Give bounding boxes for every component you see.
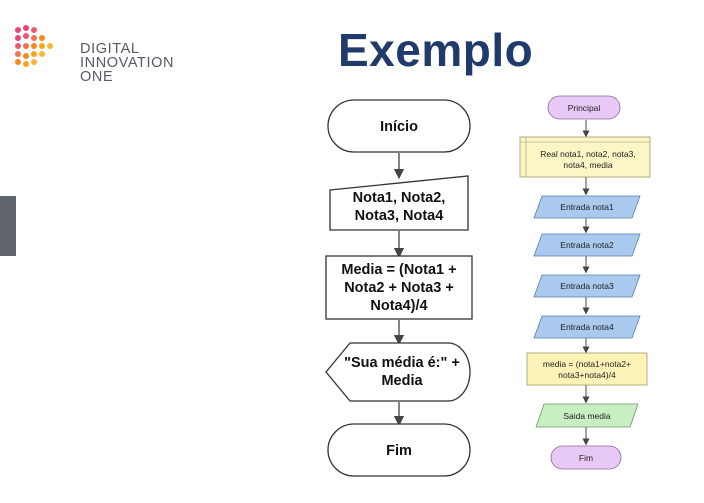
side-tab[interactable] <box>0 196 16 256</box>
display-label-line-2: Media <box>381 373 423 389</box>
r-input-2-shape <box>533 233 641 257</box>
brand-name-line-3: ONE <box>80 69 114 85</box>
r-output-label: Saida media <box>563 411 611 421</box>
r-assign-label-line-2: nota3+nota4)/4 <box>558 370 616 380</box>
r-input-4-shape <box>533 315 641 339</box>
r-assign-label-line-1: media = (nota1+nota2+ <box>543 359 631 369</box>
brand-name-line-2: INNOVATION <box>80 55 175 71</box>
input-shape <box>329 175 469 231</box>
brand-name: DIGITAL INNOVATION ONE <box>80 41 175 85</box>
r-input-3-shape <box>533 274 641 298</box>
r-input-1-shape <box>533 195 641 219</box>
r-declare-box <box>519 136 651 178</box>
start-terminal <box>327 99 471 153</box>
brand-logo: DIGITAL INNOVATION ONE <box>12 20 182 84</box>
display-label-line-1: "Sua média é:" + <box>344 355 460 371</box>
r-start-label: Principal <box>568 103 601 113</box>
r-end-terminal <box>550 445 622 470</box>
input-label-line-2: Nota3, Nota4 <box>355 208 444 224</box>
r-declare-label-line-2: nota4, media <box>563 160 612 170</box>
start-label: Início <box>380 119 418 135</box>
process-label-line-1: Media = (Nota1 + <box>341 262 456 278</box>
process-box <box>325 255 473 320</box>
process-label-line-3: Nota4)/4 <box>370 298 427 314</box>
r-input-3-label: Entrada nota3 <box>560 281 614 291</box>
r-input-4-label: Entrada nota4 <box>560 322 614 332</box>
end-terminal <box>327 423 471 477</box>
display-shape <box>325 342 471 402</box>
process-label-line-2: Nota2 + Nota3 + <box>344 280 454 296</box>
r-assign-box <box>526 352 648 386</box>
input-label-line-1: Nota1, Nota2, <box>353 190 446 206</box>
slide-title: Exemplo <box>338 24 534 76</box>
r-end-label: Fim <box>579 453 593 463</box>
r-input-1-label: Entrada nota1 <box>560 202 614 212</box>
r-start-terminal <box>547 95 621 120</box>
dotted-play-arrow-logo-icon <box>15 25 53 67</box>
r-input-2-label: Entrada nota2 <box>560 240 614 250</box>
r-output-shape <box>535 403 639 428</box>
r-declare-label-line-1: Real nota1, nota2, nota3, <box>540 149 635 159</box>
end-label: Fim <box>386 443 412 459</box>
brand-name-line-1: DIGITAL <box>80 41 140 57</box>
